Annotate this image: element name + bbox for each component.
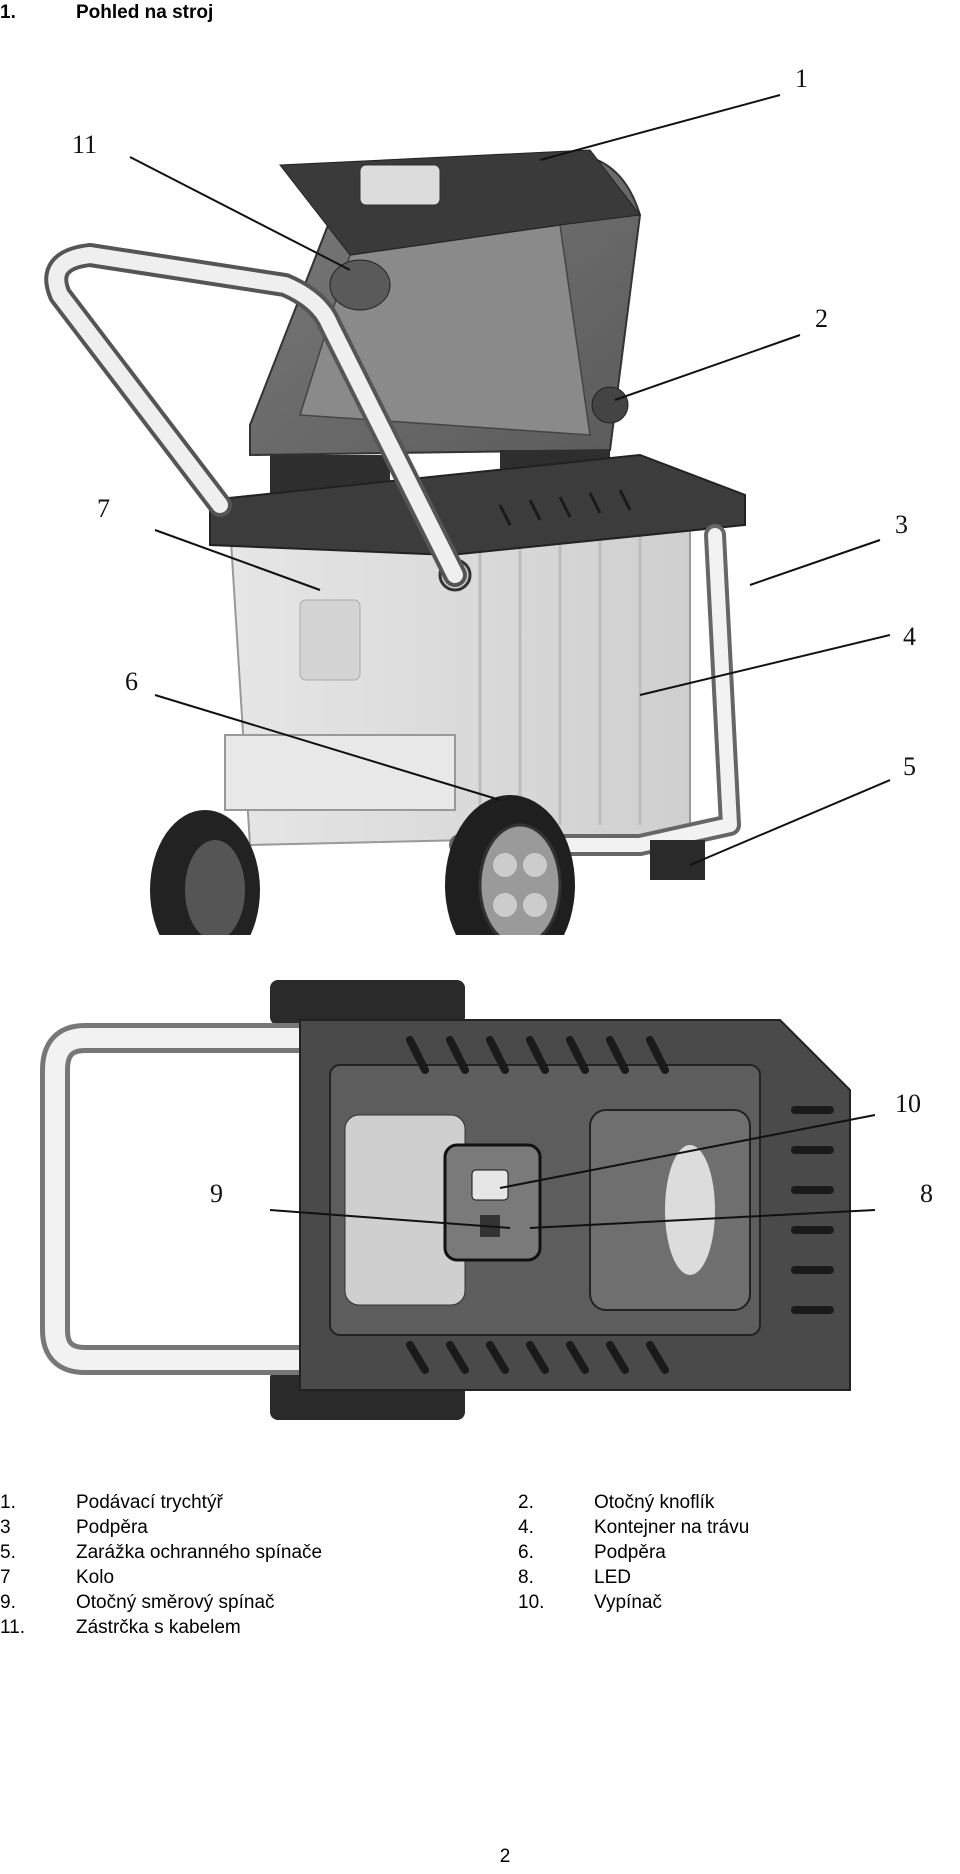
callout-7: 7	[97, 494, 110, 523]
wheel-top	[270, 980, 465, 1025]
legend-num: 8.	[518, 1567, 534, 1588]
legend-num: 10.	[518, 1592, 545, 1613]
legend-row: 1. Podávací trychtýř 2. Otočný knoflík	[0, 1490, 960, 1515]
callout-3: 3	[895, 510, 908, 539]
legend-text: Vypínač	[594, 1592, 662, 1613]
callout-4: 4	[903, 622, 916, 651]
legend-text: Otočný knoflík	[594, 1492, 715, 1513]
callout-8: 8	[920, 1179, 933, 1208]
legend-num: 5.	[0, 1542, 16, 1563]
legend-text: Podávací trychtýř	[76, 1492, 223, 1513]
parts-legend: 1. Podávací trychtýř 2. Otočný knoflík 3…	[0, 1490, 960, 1640]
legend-num: 9.	[0, 1592, 16, 1613]
machine-top-view-drawing: 10 8 9	[40, 980, 933, 1420]
section-number: 1.	[0, 2, 16, 23]
callout-6: 6	[125, 667, 138, 696]
body-top-view	[299, 1019, 851, 1391]
legend-num: 1.	[0, 1492, 16, 1513]
legend-num: 3	[0, 1517, 11, 1538]
wheel-front	[445, 795, 575, 935]
handle-top-view	[40, 1023, 330, 1375]
section-title: Pohled na stroj	[76, 2, 214, 23]
callout-10: 10	[895, 1089, 921, 1118]
legend-row: 9. Otočný směrový spínač 10. Vypínač	[0, 1590, 960, 1615]
legend-row: 11. Zástrčka s kabelem	[0, 1615, 960, 1640]
legend-num: 7	[0, 1567, 11, 1588]
legend-num: 4.	[518, 1517, 534, 1538]
legend-text: Podpěra	[594, 1542, 666, 1563]
callout-9: 9	[210, 1179, 223, 1208]
legend-row: 3 Podpěra 4. Kontejner na trávu	[0, 1515, 960, 1540]
legend-row: 7 Kolo 8. LED	[0, 1565, 960, 1590]
legend-text: Zarážka ochranného spínače	[76, 1542, 323, 1563]
legend-text: Zástrčka s kabelem	[76, 1617, 241, 1638]
machine-perspective-drawing: 1 2 3 4 5 6 7 11	[44, 64, 916, 935]
callout-1: 1	[795, 64, 808, 93]
section-heading: 1. Pohled na stroj	[0, 2, 213, 24]
page-number: 2	[499, 1846, 511, 1867]
wheel-rear	[150, 810, 260, 935]
foot-stop	[650, 840, 705, 880]
legend-text: Kontejner na trávu	[594, 1517, 750, 1538]
callout-5: 5	[903, 752, 916, 781]
legend-text: Podpěra	[76, 1517, 148, 1538]
legend-text: Kolo	[76, 1567, 115, 1588]
machine-perspective-illustration: 1 2 3 4 5 6 7 11	[0, 55, 960, 935]
legend-num: 6.	[518, 1542, 534, 1563]
callout-2: 2	[815, 304, 828, 333]
legend-text: Otočný směrový spínač	[76, 1592, 275, 1613]
legend-text: LED	[594, 1567, 631, 1588]
callout-11: 11	[72, 130, 97, 159]
legend-row: 5. Zarážka ochranného spínače 6. Podpěra	[0, 1540, 960, 1565]
machine-top-view-illustration: 10 8 9	[0, 960, 960, 1440]
legend-num: 11.	[0, 1617, 26, 1638]
legend-num: 2.	[518, 1492, 534, 1513]
